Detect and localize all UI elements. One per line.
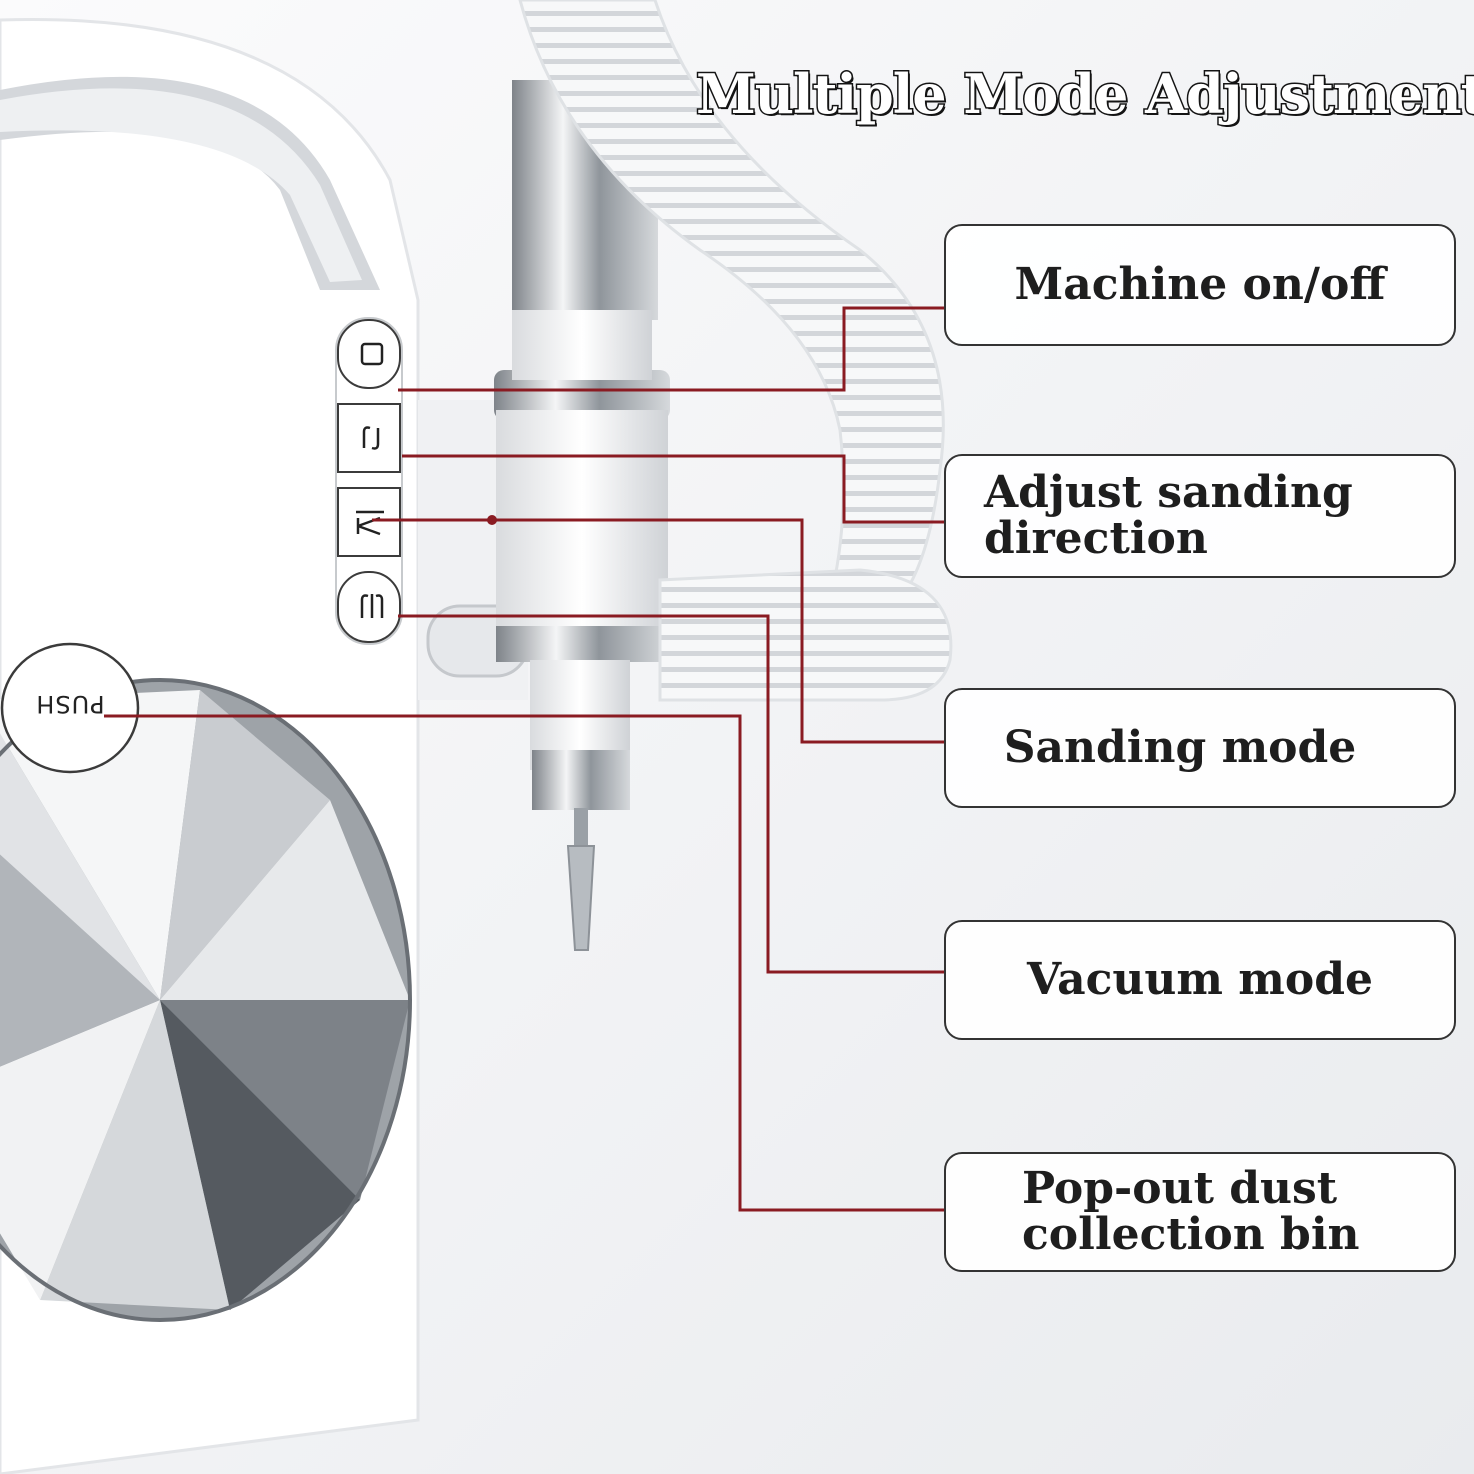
push-label: PUSH (35, 690, 105, 718)
tube-collar (494, 370, 670, 420)
leader-on-off (398, 306, 944, 392)
leader-lines (104, 306, 944, 1212)
tube-neck (512, 310, 652, 380)
tube-body (496, 410, 668, 640)
drill-bit-shaft (574, 808, 588, 848)
nozzle-chrome (532, 750, 630, 810)
page-title: Multiple Mode Adjustment (696, 62, 1474, 128)
button-column (335, 317, 403, 645)
tube-lower-collar (496, 626, 668, 662)
rotate-arrows-icon (362, 426, 380, 450)
direction-button[interactable] (337, 403, 401, 473)
leader-dot (487, 515, 497, 525)
vacuum-button[interactable] (337, 571, 401, 643)
callout-sanding-mode: Sanding mode (944, 688, 1456, 808)
power-button[interactable] (337, 319, 401, 389)
callout-machine-on-off: Machine on/off (944, 224, 1456, 346)
callout-dust-bin: Pop-out dust collection bin (944, 1152, 1456, 1272)
sanding-mode-icon (356, 510, 384, 536)
power-square-icon (360, 342, 384, 366)
callout-label: Sanding mode (1003, 721, 1357, 773)
leader-vacuum (398, 614, 944, 974)
callout-label-line1: Adjust sanding (984, 466, 1353, 518)
callout-adjust-direction: Adjust sanding direction (944, 454, 1456, 578)
leader-sanding (372, 518, 944, 744)
vacuum-mode-icon (360, 594, 384, 618)
handle-arch-highlight (0, 88, 362, 282)
callout-label-line2: collection bin (1022, 1209, 1360, 1260)
sanding-button[interactable] (337, 487, 401, 557)
hose-lower (658, 568, 953, 702)
callout-label-line1: Pop-out dust (1022, 1162, 1338, 1214)
leader-bin (104, 714, 944, 1212)
leader-direction (402, 454, 944, 524)
callout-label: Vacuum mode (1027, 953, 1373, 1005)
drill-bit (566, 845, 596, 951)
callout-vacuum-mode: Vacuum mode (944, 920, 1456, 1040)
dust-bin[interactable] (0, 678, 412, 1322)
push-button[interactable] (0, 642, 140, 774)
callout-label-line2: direction (984, 513, 1208, 564)
callout-label: Machine on/off (1014, 258, 1386, 310)
